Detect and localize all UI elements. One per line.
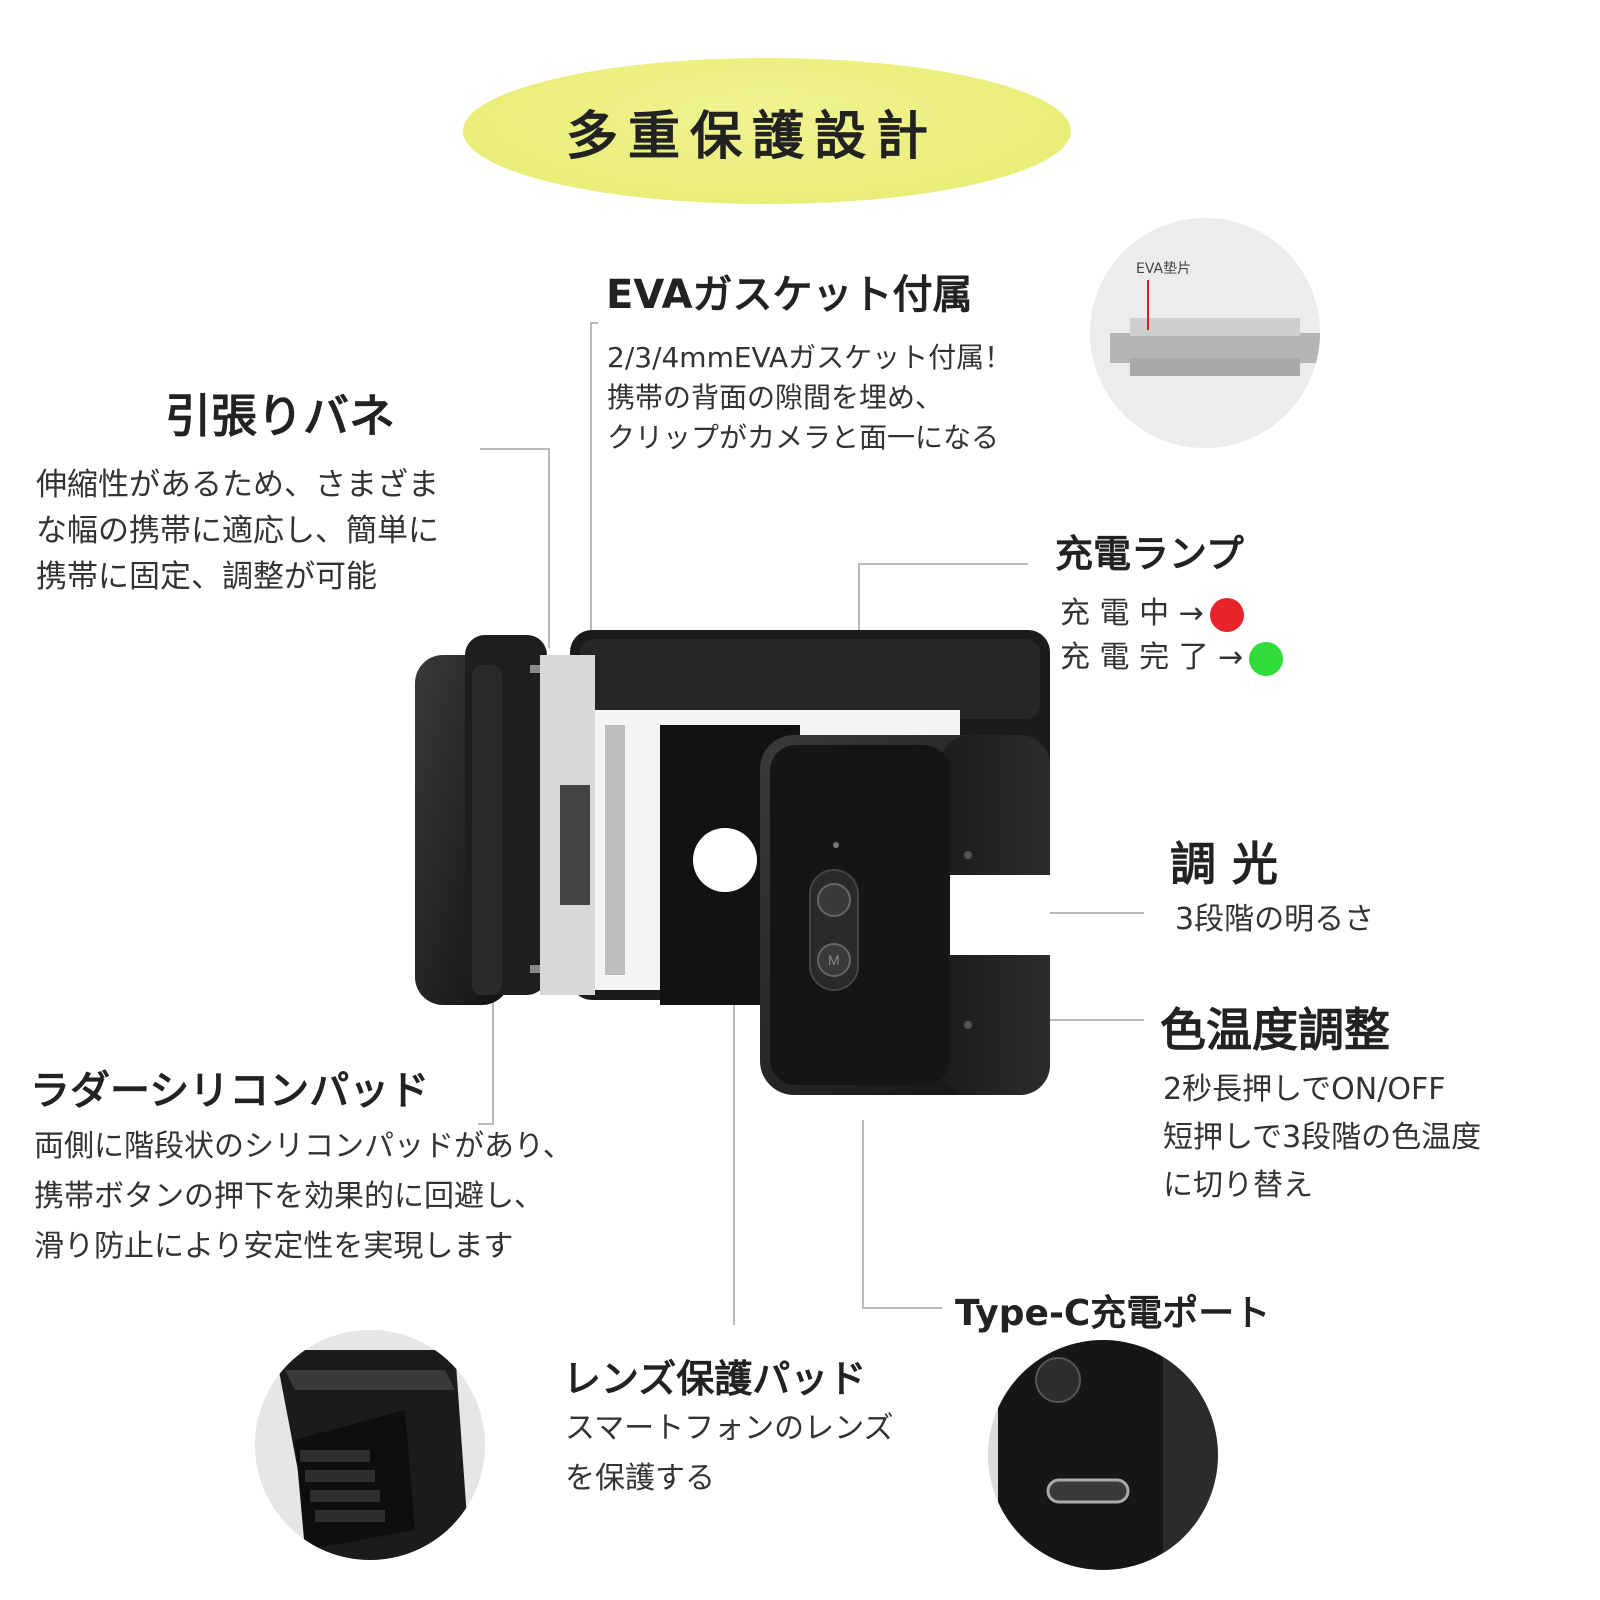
color-temp-heading: 色温度調整 [1160,1003,1390,1057]
dimming-description: 3段階の明るさ [1175,902,1375,937]
pad-detail-inset [255,1330,485,1560]
connector-pad [492,965,494,1125]
lens-heading: レンズ保護パッド [563,1357,867,1401]
typec-heading: Type-C充電ポート [955,1293,1271,1334]
eva-gasket-detail-image [1090,218,1320,448]
typec-detail-inset [988,1340,1218,1570]
svg-text:M: M [828,952,840,968]
spring-heading: 引張りバネ [165,389,395,443]
green-indicator-icon [1249,641,1284,676]
lamp-charging-label: 充 電 中 → [1060,596,1204,631]
pad-description: 両側に階段状のシリコンパッドがあり、 携帯ボタンの押下を効果的に回避し、 滑り防… [34,1129,573,1264]
connector-lens [733,965,735,1325]
eva-gasket-inset: EVA垫片 [1090,218,1320,448]
eva-heading: EVAガスケット付属 [606,272,973,318]
connector-spring-top [480,448,550,450]
spring-description: 伸縮性があるため、さまざま な幅の携帯に適応し、簡単に 携帯に固定、調整が可能 [36,467,439,595]
eva-inset-label: EVA垫片 [1136,261,1192,277]
lens-description: スマートフォンのレンズ を保護する [565,1411,894,1496]
typec-port-detail-image [988,1340,1218,1570]
ladder-pad-detail-image [255,1330,485,1560]
phone-clip-light-image: M [415,630,1050,1095]
connector-eva [590,322,592,832]
eva-description: 2/3/4mmEVAガスケット付属！ 携帯の背面の隙間を埋め、 クリップがカメラ… [607,341,1013,454]
title-banner: 多重保護設計 [463,58,1071,204]
dimming-heading: 調 光 [1170,837,1279,891]
lamp-charged-label: 充 電 完 了 → [1060,640,1244,675]
color-temp-description: 2秒長押しでON/OFF 短押しで3段階の色温度 に切り替え [1163,1072,1482,1203]
connector-eva-top [590,322,598,324]
lamp-heading: 充電ランプ [1055,532,1244,576]
pad-heading: ラダーシリコンパッド [30,1068,430,1114]
connector-spring [548,448,550,648]
red-indicator-icon [1209,597,1244,632]
connector-lamp-h [858,563,1028,565]
page-title: 多重保護設計 [565,106,938,167]
connector-pad-bottom [478,1123,494,1125]
lamp-charging-row: 充 電 中 → [1060,588,1244,632]
lamp-charged-row: 充 電 完 了 → [1060,632,1284,676]
connector-typec-h [862,1307,942,1309]
connector-typec-v [862,1120,864,1308]
